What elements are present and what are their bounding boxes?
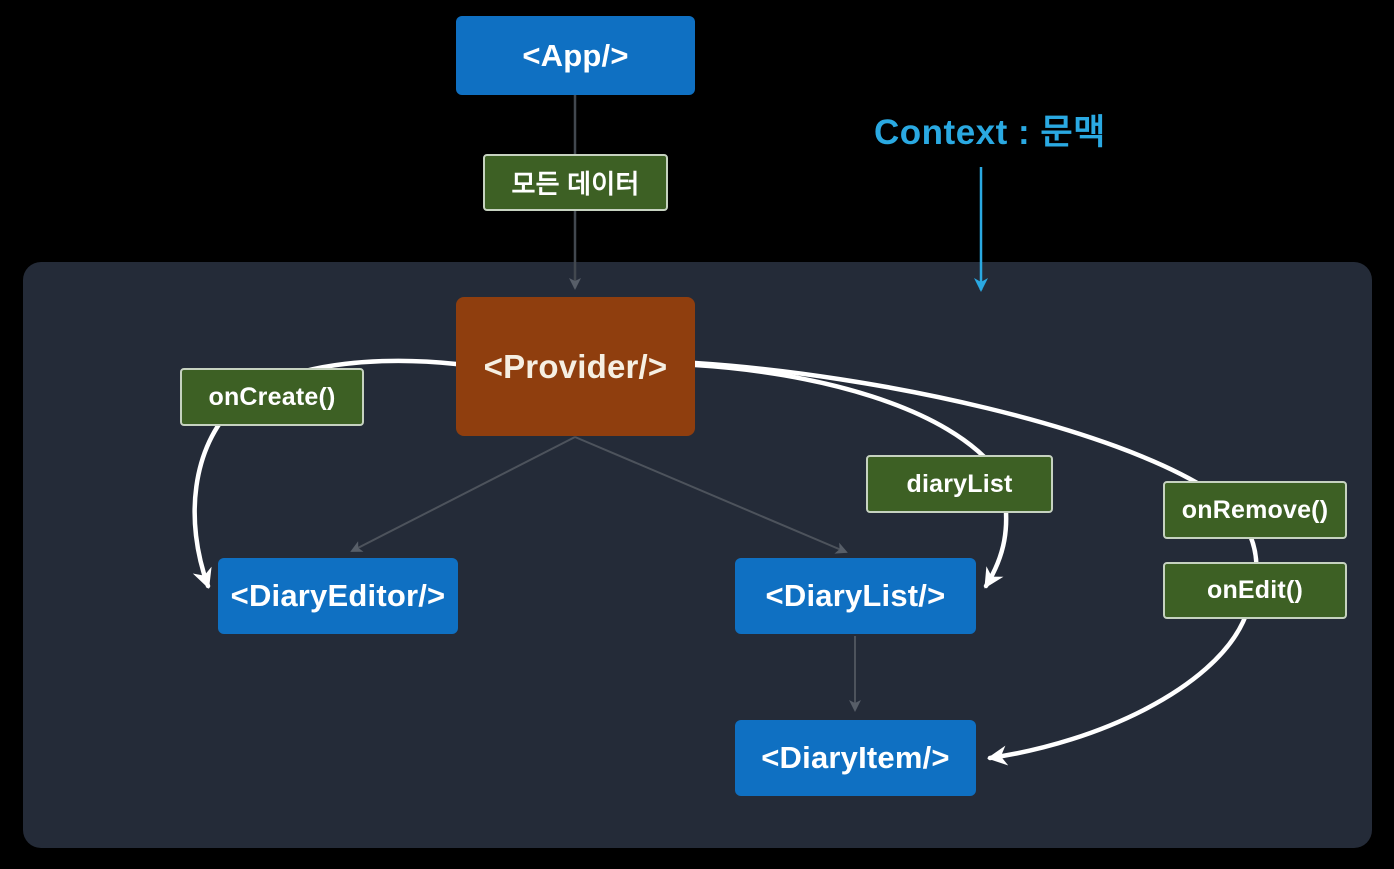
node-onremove-label: onRemove() [1181,495,1329,524]
node-diarylist: <DiaryList/> [735,558,976,634]
node-diaryeditor-label: <DiaryEditor/> [230,578,446,613]
node-app: <App/> [456,16,695,95]
node-all-data-label: 모든 데이터 [511,169,640,199]
node-diarylist-label: <DiaryList/> [765,578,946,613]
node-onremove-prop: onRemove() [1163,481,1347,539]
node-diaryitem-label: <DiaryItem/> [761,740,950,775]
context-annotation: Context : 문맥 [874,113,1106,152]
node-provider-label: <Provider/> [483,347,668,385]
node-all-data: 모든 데이터 [483,154,668,211]
node-diarylist-prop: diaryList [866,455,1053,513]
node-provider: <Provider/> [456,297,695,436]
context-scope-panel [23,262,1372,848]
node-oncreate-label: onCreate() [208,382,336,411]
node-onedit-label: onEdit() [1206,576,1303,604]
node-onedit-prop: onEdit() [1163,562,1347,619]
node-diarylist-prop-label: diaryList [906,469,1013,498]
node-oncreate-prop: onCreate() [180,368,364,426]
node-app-label: <App/> [522,37,629,73]
node-diaryeditor: <DiaryEditor/> [218,558,458,634]
node-diaryitem: <DiaryItem/> [735,720,976,796]
